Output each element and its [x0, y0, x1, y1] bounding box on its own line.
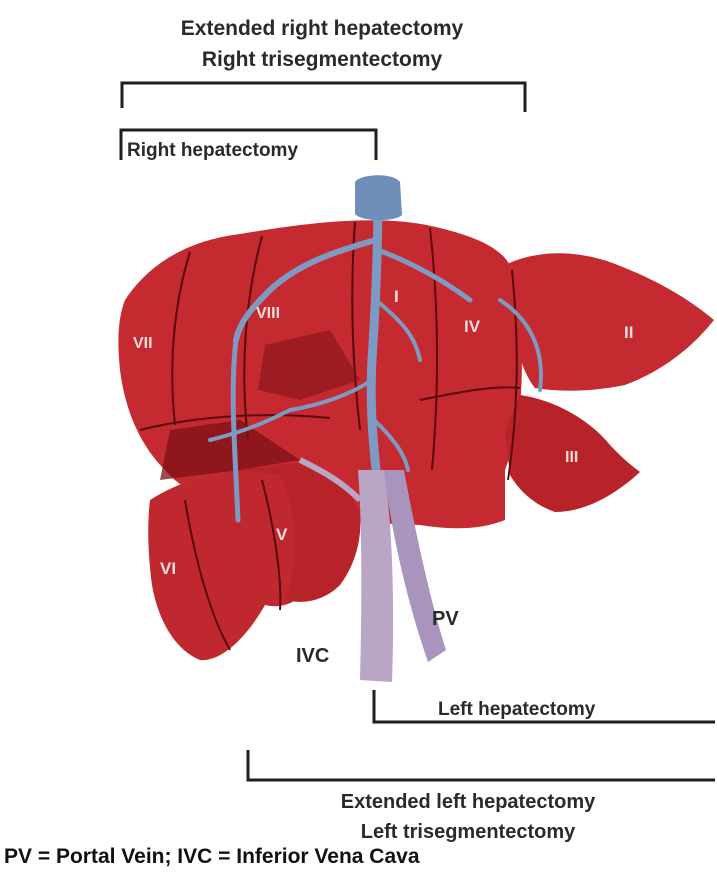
- bracket-extended-left: [248, 750, 715, 780]
- hepatic-vein-trunk: [355, 175, 402, 220]
- segment-I-label: I: [394, 287, 399, 306]
- ivc-trunk: [358, 470, 393, 682]
- label-right-trisegmentectomy: Right trisegmentectomy: [202, 48, 443, 71]
- segment-VII-label: VII: [133, 335, 153, 352]
- label-left-hepatectomy: Left hepatectomy: [438, 699, 596, 720]
- label-right-hepatectomy: Right hepatectomy: [127, 140, 298, 161]
- label-left-trisegmentectomy: Left trisegmentectomy: [361, 821, 576, 843]
- figure-caption: PV = Portal Vein; IVC = Inferior Vena Ca…: [4, 845, 704, 873]
- label-pv: PV: [432, 608, 459, 630]
- segment-II-label: II: [624, 323, 633, 342]
- liver-illustration: I II III IV V VI VII VIII: [118, 175, 714, 682]
- segment-V-label: V: [276, 525, 288, 544]
- label-extended-right-hepatectomy: Extended right hepatectomy: [181, 17, 464, 40]
- bracket-extended-right: [122, 83, 525, 112]
- segment-IV-label: IV: [464, 317, 481, 336]
- segment-III-label: III: [565, 449, 578, 466]
- segment-VI-label: VI: [160, 559, 176, 578]
- segment-VIII-label: VIII: [256, 305, 280, 322]
- label-extended-left-hepatectomy: Extended left hepatectomy: [341, 791, 596, 813]
- liver-segment-II-shape: [505, 253, 714, 390]
- label-ivc: IVC: [296, 645, 329, 667]
